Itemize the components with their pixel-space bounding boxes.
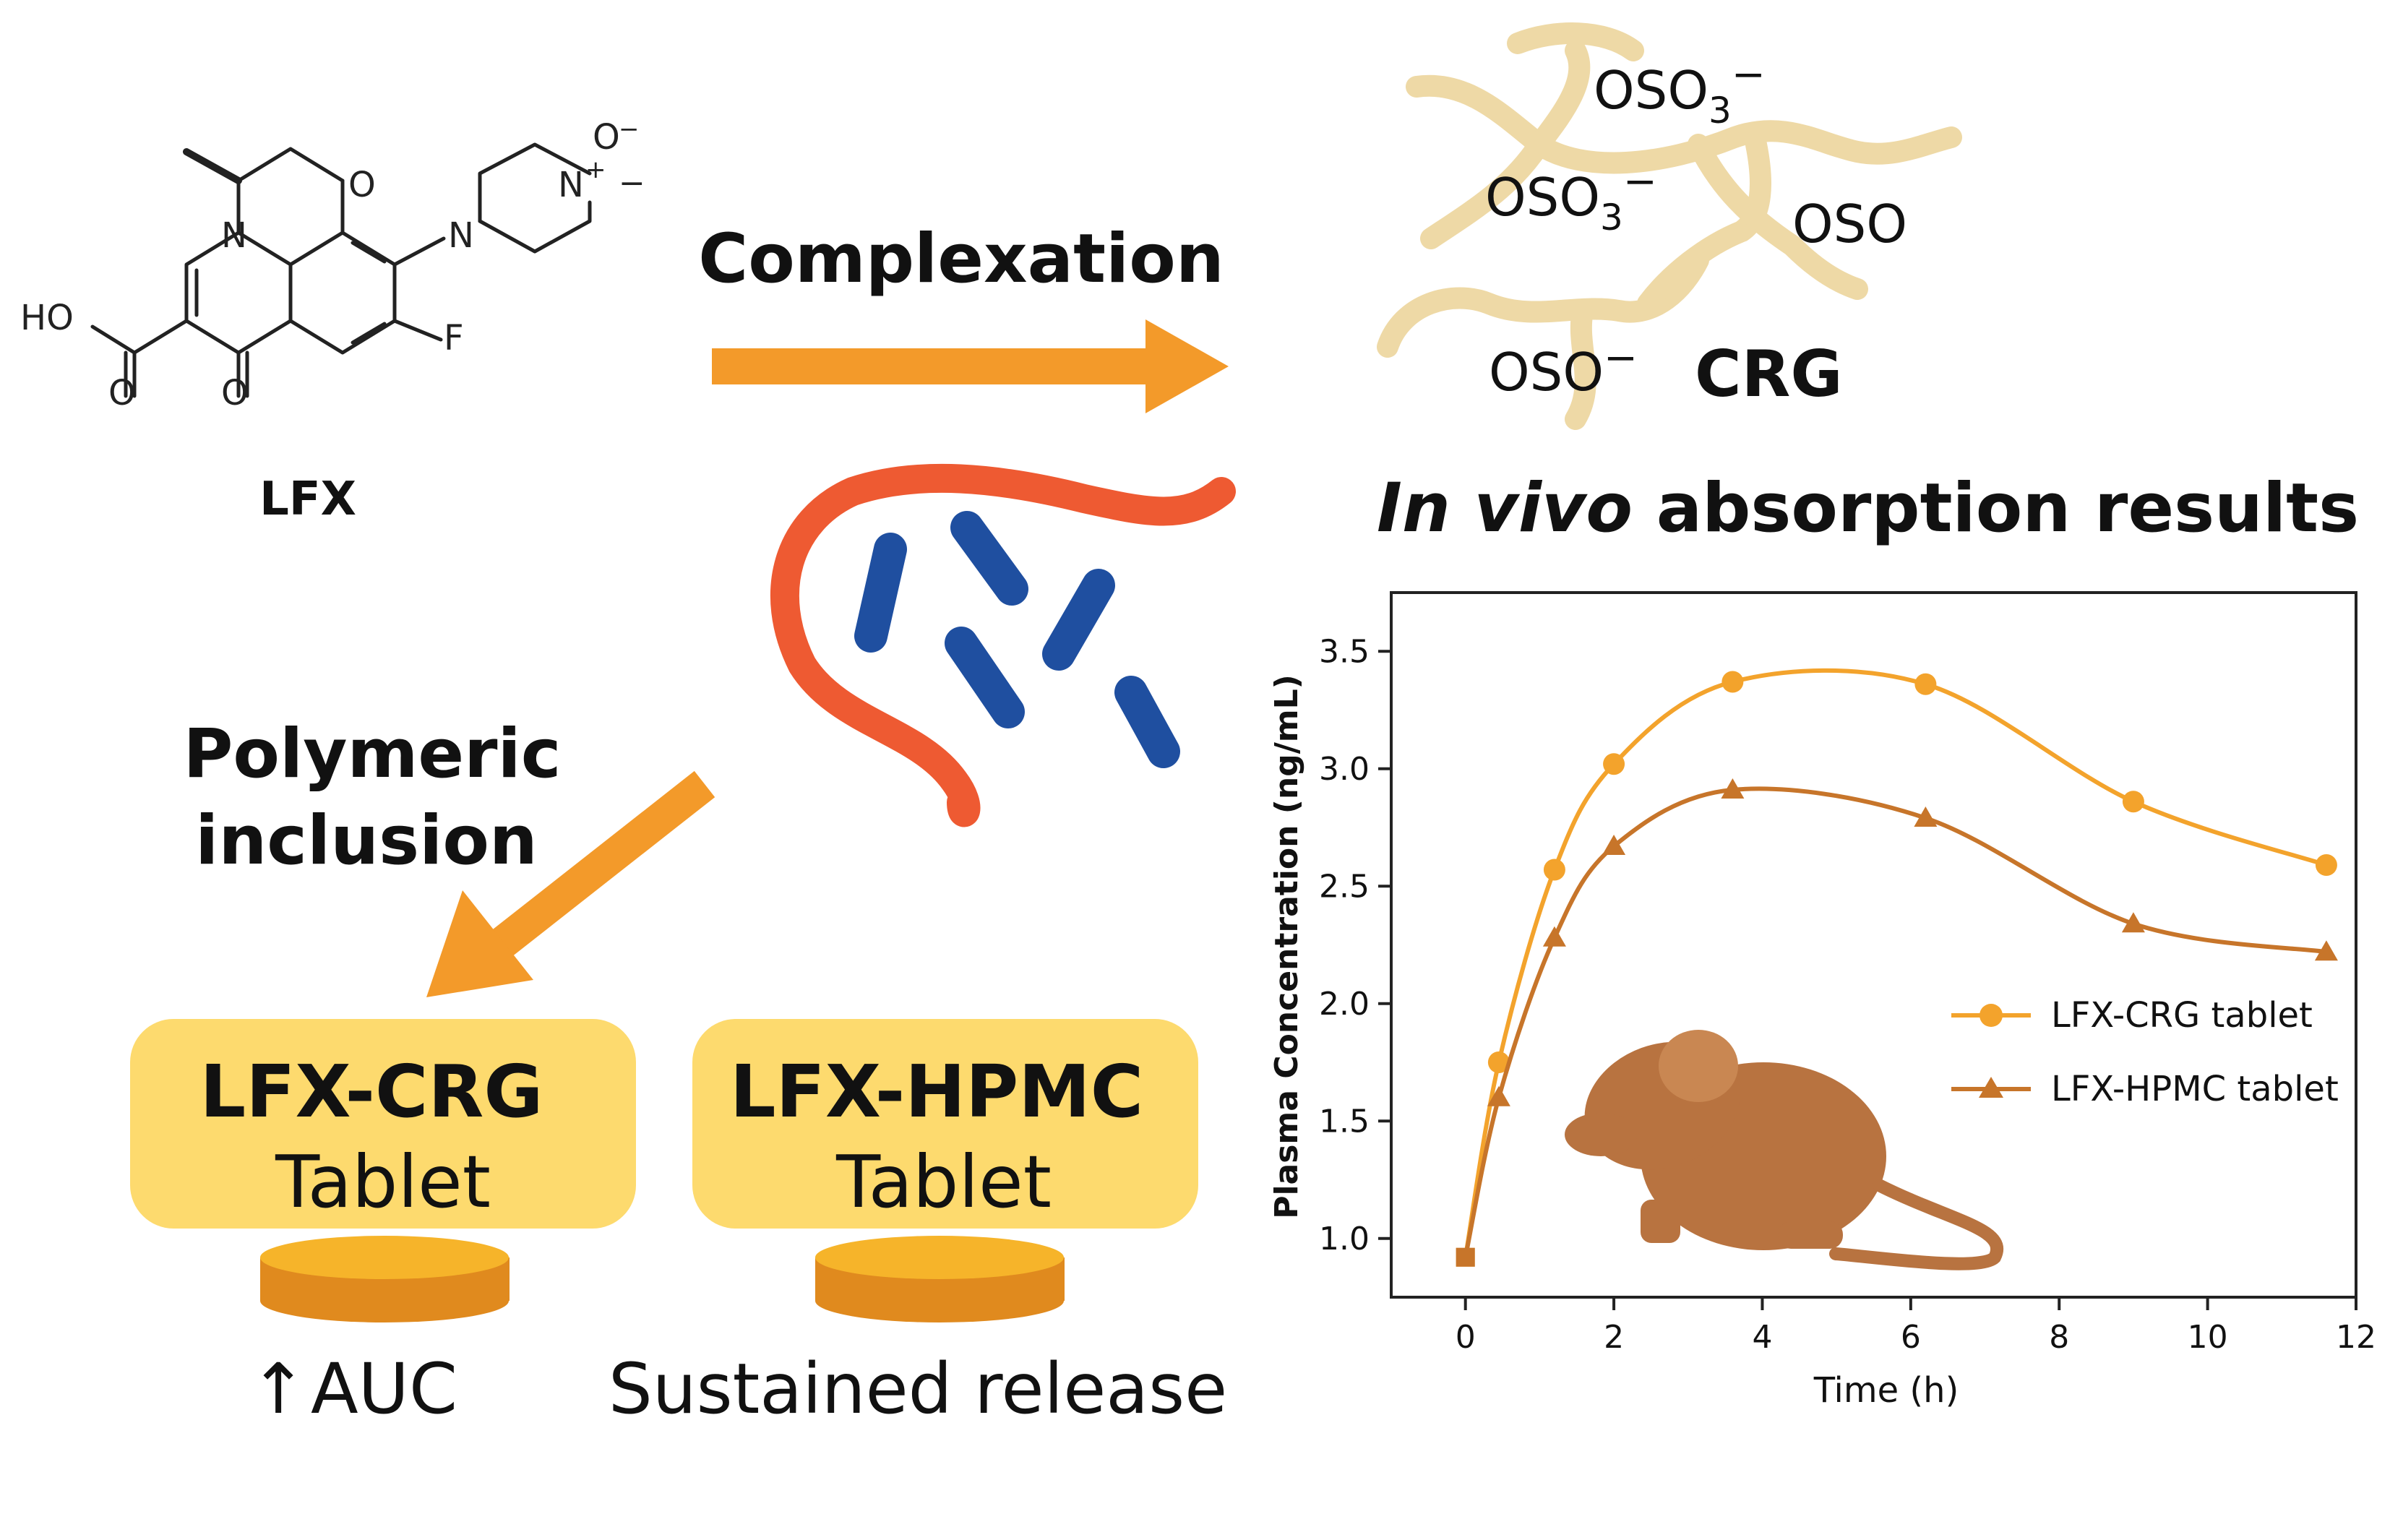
tablet-type: Tablet [835, 1140, 1052, 1224]
series-line [1463, 668, 2327, 1258]
atom-n-piperazine: N [448, 215, 474, 256]
rat-icon [1565, 1030, 2003, 1270]
data-point [1914, 806, 1938, 827]
legend-label: LFX-CRG tablet [2051, 995, 2313, 1036]
x-tick-label: 12 [2336, 1319, 2376, 1356]
atom-n-ring: N [221, 215, 247, 256]
data-point [1721, 778, 1745, 799]
sulfate-group-4: OSO− [1489, 335, 1638, 403]
tablet-type: Tablet [275, 1140, 491, 1224]
atom-o-ring: O [348, 165, 376, 205]
tablet-disc-icon [260, 1236, 510, 1322]
y-tick-label: 3.5 [1319, 633, 1370, 670]
drug-molecules [854, 511, 1180, 768]
legend-entry: LFX-CRG tablet [1951, 995, 2313, 1036]
x-tick-label: 10 [2188, 1319, 2228, 1356]
tablet-caption: Sustained release [609, 1348, 1227, 1429]
x-tick-label: 8 [2049, 1319, 2069, 1356]
series-lfx-hpmc [1456, 778, 2338, 1267]
data-point [1543, 859, 1565, 881]
tablet-box [692, 1019, 1198, 1229]
complexation-arrow [712, 319, 1229, 413]
lfx-atom-labels: O N N N + − O − F HO O O [20, 115, 645, 413]
atom-n-plus: N [558, 165, 584, 205]
data-point [2121, 912, 2145, 933]
legend-marker [1980, 1004, 2003, 1027]
legend-entry: LFX-HPMC tablet [1951, 1069, 2339, 1109]
tablet-box [130, 1019, 636, 1229]
chart-plot-area [1390, 591, 2357, 1299]
atom-minus-methyl: − [619, 165, 645, 202]
tablet-lfx-hpmc: LFX-HPMC Tablet Sustained release [609, 1019, 1227, 1429]
up-arrow-icon: ↑ [249, 1348, 307, 1429]
atom-ho: HO [20, 298, 74, 338]
drug-rod [1042, 569, 1115, 671]
tablet-name: LFX-HPMC [730, 1049, 1143, 1134]
tablet-disc-icon [815, 1236, 1065, 1322]
polymer-inclusion-illustration [770, 463, 1236, 827]
x-tick-label: 6 [1901, 1319, 1921, 1356]
drug-rod [950, 511, 1028, 606]
atom-o-noxide: O [593, 117, 620, 158]
crg-polymer-strands [1377, 22, 1962, 430]
x-axis-label: Time (h) [1813, 1370, 1959, 1411]
plasma-concentration-chart: 0 2 4 6 8 10 12 1.0 1.5 2.0 2.5 3.0 3.5 Time (h) Pla… [1268, 591, 2376, 1411]
inclusion-label-line1: Polymeric [184, 715, 562, 793]
x-tick-label: 2 [1604, 1319, 1624, 1356]
y-axis-label: Plasma Concentration (ng/mL) [1268, 674, 1305, 1219]
data-point [1456, 1247, 1475, 1267]
data-point [1602, 835, 1626, 855]
tablet-lfx-crg: LFX-CRG Tablet ↑ AUC [130, 1019, 636, 1429]
molecule-name: LFX [259, 473, 356, 526]
sulfate-group-3: OSO [1792, 194, 1907, 254]
atom-f: F [444, 318, 464, 358]
atom-plus-charge: + [585, 155, 606, 184]
series-line [1463, 786, 2327, 1258]
inclusion-label-line2: inclusion [195, 801, 538, 880]
y-tick-label: 1.0 [1319, 1221, 1370, 1257]
data-point [2314, 940, 2338, 961]
inclusion-arrow [426, 770, 715, 997]
atom-o-acid: O [108, 373, 136, 413]
data-point [2315, 854, 2337, 876]
chart-series [1456, 668, 2338, 1267]
drug-rod [1114, 676, 1180, 768]
series-lfx-crg [1456, 668, 2337, 1267]
data-point [2122, 791, 2144, 813]
drug-rod [854, 533, 907, 653]
y-tick-label: 3.0 [1319, 751, 1370, 788]
chart-axis-ticks: 0 2 4 6 8 10 12 1.0 1.5 2.0 2.5 3.0 3.5 [1319, 633, 2376, 1356]
tablet-caption: AUC [311, 1348, 457, 1429]
tablet-name: LFX-CRG [200, 1049, 543, 1134]
data-point [1914, 673, 1937, 695]
drug-rod [945, 627, 1025, 728]
legend-marker [1979, 1077, 2003, 1098]
y-tick-label: 1.5 [1319, 1103, 1370, 1140]
data-point [1542, 926, 1566, 947]
complexation-label: Complexation [698, 220, 1224, 298]
crg-label: CRG [1695, 337, 1843, 411]
atom-o-charge: − [619, 115, 640, 144]
results-title: In vivo absorption results [1377, 469, 2359, 548]
lfx-molecule-structure [90, 142, 592, 398]
legend-label: LFX-HPMC tablet [2051, 1069, 2339, 1109]
atom-o-ketone: O [221, 373, 249, 413]
y-tick-label: 2.5 [1319, 868, 1370, 905]
x-tick-label: 0 [1456, 1319, 1476, 1356]
sulfate-group-2: OSO3− [1485, 158, 1657, 238]
data-point [1721, 671, 1744, 693]
y-tick-label: 2.0 [1319, 986, 1370, 1023]
crg-sulfate-groups: OSO3− OSO3− OSO OSO− [1485, 51, 1907, 403]
sulfate-group-1: OSO3− [1594, 51, 1766, 132]
x-tick-label: 4 [1752, 1319, 1772, 1356]
data-point [1487, 1085, 1510, 1106]
data-point [1487, 1051, 1510, 1073]
data-point [1603, 753, 1625, 775]
